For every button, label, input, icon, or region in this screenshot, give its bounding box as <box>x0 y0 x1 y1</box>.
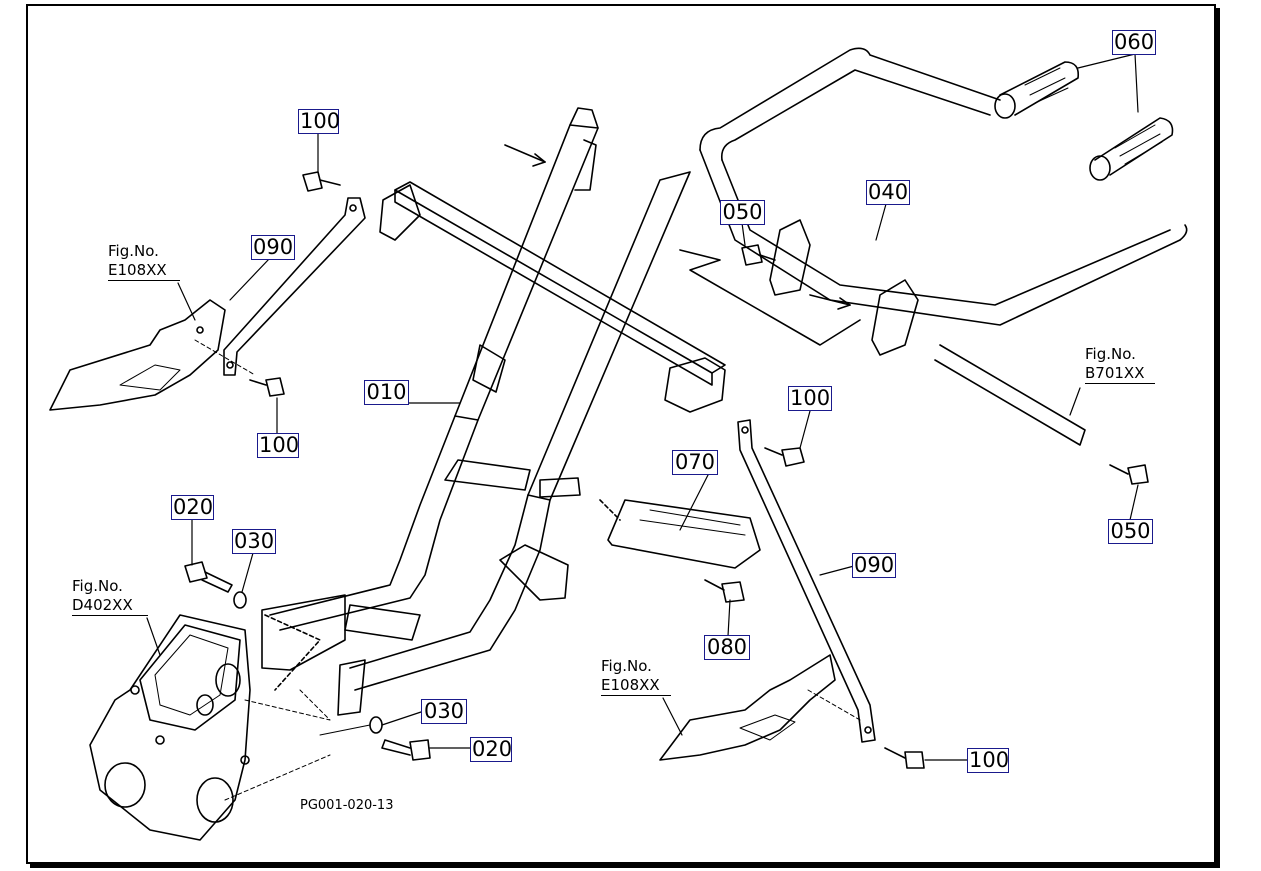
figure-ref-number: E108XX <box>601 676 660 694</box>
callout-100[interactable]: 100 <box>788 386 832 411</box>
figure-ref-b701[interactable]: Fig.No. B701XX <box>1085 345 1155 384</box>
figure-ref-label: Fig.No. <box>72 577 123 595</box>
figure-ref-underline <box>72 615 148 616</box>
figure-ref-label: Fig.No. <box>108 242 159 260</box>
hardware-parts <box>184 171 1149 769</box>
callout-030[interactable]: 030 <box>232 529 276 554</box>
handle-bar-part <box>679 47 1188 446</box>
callout-040[interactable]: 040 <box>866 180 910 205</box>
transmission-housing-part <box>89 614 371 841</box>
callout-100[interactable]: 100 <box>967 748 1010 773</box>
callout-010[interactable]: 010 <box>364 380 409 405</box>
drawing-id-label: PG001-020-13 <box>300 798 394 813</box>
diagram-frame <box>26 4 1216 864</box>
main-frame-part <box>261 107 726 716</box>
figure-ref-number: E108XX <box>108 261 167 279</box>
callout-020[interactable]: 020 <box>470 737 513 762</box>
callout-080[interactable]: 080 <box>704 635 750 660</box>
callout-090[interactable]: 090 <box>852 553 896 578</box>
callout-030[interactable]: 030 <box>421 699 467 724</box>
figure-ref-underline <box>1085 383 1155 384</box>
figure-ref-underline <box>601 695 671 696</box>
figure-ref-d402[interactable]: Fig.No. D402XX <box>72 577 148 616</box>
callout-090[interactable]: 090 <box>251 235 295 260</box>
figure-ref-e108-left[interactable]: Fig.No. E108XX <box>108 242 180 281</box>
figure-ref-underline <box>108 280 180 281</box>
left-bracket-part <box>49 299 256 411</box>
callout-070[interactable]: 070 <box>672 450 718 475</box>
callout-100[interactable]: 100 <box>257 433 300 458</box>
figure-ref-e108-right[interactable]: Fig.No. E108XX <box>601 657 671 696</box>
callout-020[interactable]: 020 <box>171 495 214 520</box>
callout-050[interactable]: 050 <box>1108 519 1153 544</box>
callout-100[interactable]: 100 <box>298 109 341 134</box>
leader-lines <box>146 53 1139 761</box>
figure-ref-number: B701XX <box>1085 364 1145 382</box>
grip-part <box>994 61 1174 181</box>
figure-ref-number: D402XX <box>72 596 133 614</box>
right-bracket-part <box>659 654 861 761</box>
step-part <box>607 499 761 569</box>
figure-ref-label: Fig.No. <box>1085 345 1136 363</box>
callout-050[interactable]: 050 <box>720 200 765 225</box>
stay-part <box>223 197 876 743</box>
frame-shadow-right <box>1216 8 1220 868</box>
figure-ref-label: Fig.No. <box>601 657 652 675</box>
callout-060[interactable]: 060 <box>1112 30 1156 55</box>
frame-shadow-bottom <box>30 864 1220 868</box>
